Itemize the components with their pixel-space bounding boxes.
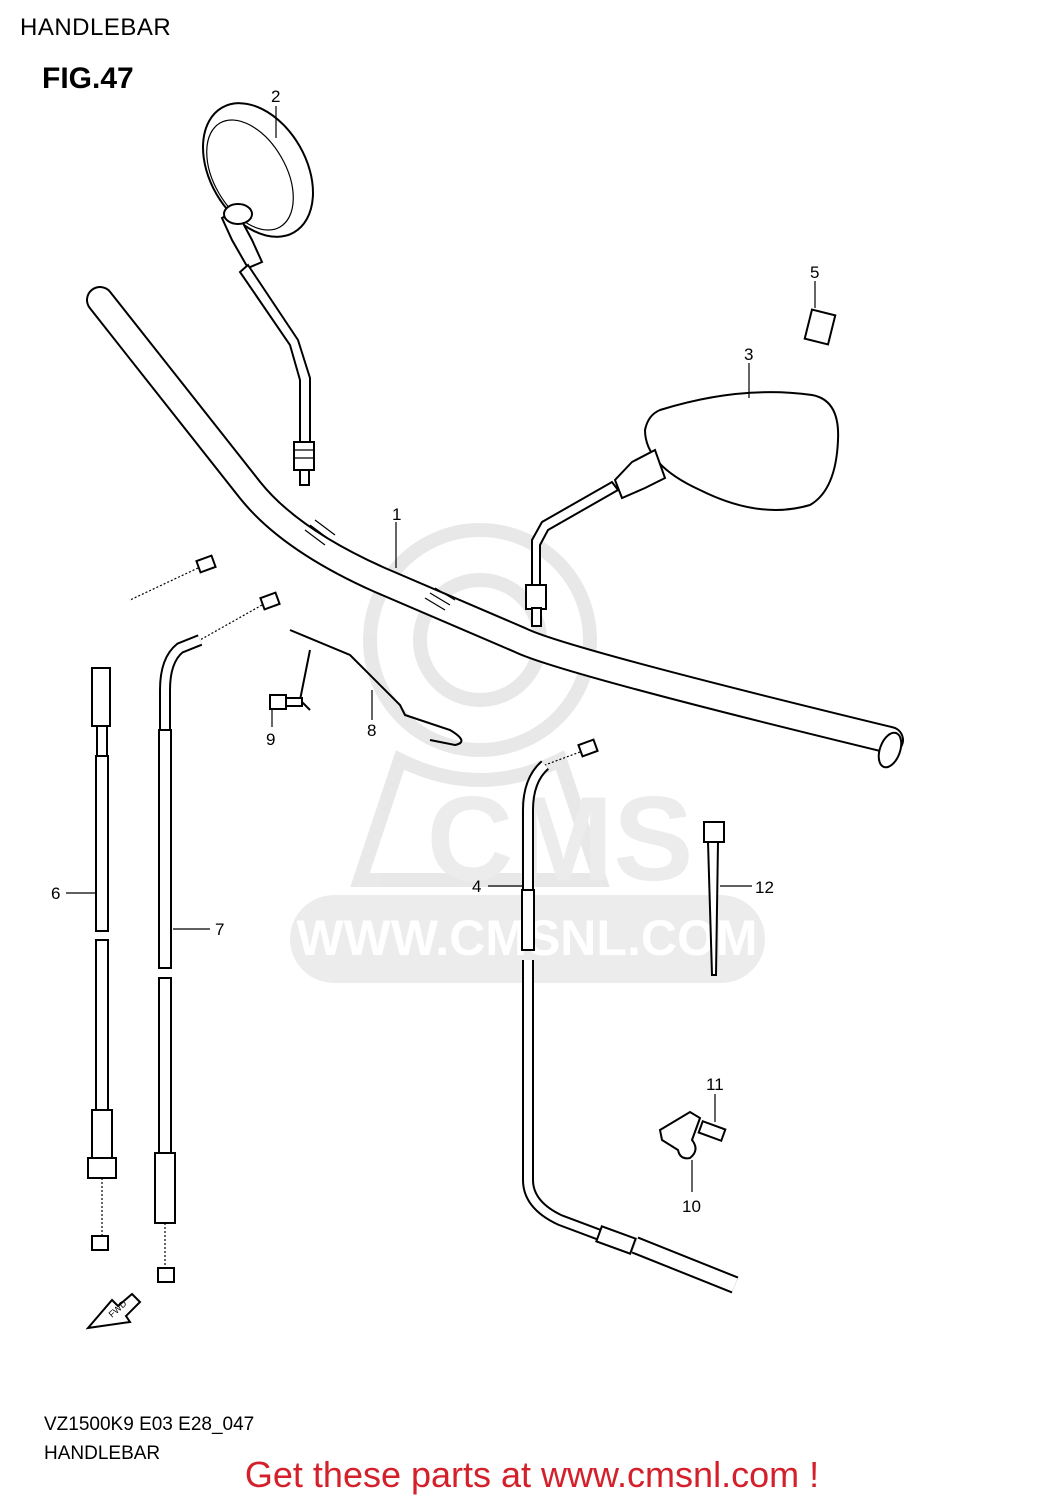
promo-link[interactable]: Get these parts at www.cmsnl.com ! (0, 1454, 1058, 1496)
part-6-throttle-cable (87, 554, 217, 1251)
part-12-cable-tie (703, 821, 725, 976)
part-7-return-cable (154, 591, 281, 1283)
callout-4: 4 (472, 877, 481, 896)
handlebar-knurl (304, 519, 456, 611)
part-11-screw (697, 1119, 727, 1143)
figure-label: FIG.47 (42, 62, 134, 95)
callout-7: 7 (215, 920, 224, 939)
watermark-brand: CMS (427, 772, 694, 906)
part-5-label (803, 308, 837, 346)
callout-2: 2 (271, 87, 280, 106)
callout-1: 1 (392, 505, 401, 524)
model-code: VZ1500K9 E03 E28_047 (44, 1414, 255, 1435)
page-title: HANDLEBAR (20, 14, 172, 41)
part-1-handlebar (86, 286, 904, 769)
promo-text: Get these parts at www.cmsnl.com ! (244, 1454, 820, 1495)
callout-11: 11 (706, 1075, 724, 1094)
callout-leaders (66, 106, 816, 1192)
part-2-left-mirror (202, 102, 315, 486)
part-10-clamp (658, 1110, 702, 1160)
part-9-bolt (269, 694, 303, 710)
callout-12: 12 (755, 878, 774, 897)
callout-10: 10 (682, 1197, 701, 1216)
callout-6: 6 (51, 884, 60, 903)
callout-3: 3 (744, 345, 753, 364)
callout-9: 9 (266, 730, 275, 749)
callout-8: 8 (367, 721, 376, 740)
fwd-arrow-icon: FWD (85, 1292, 142, 1330)
section-title: HANDLEBAR (44, 1443, 161, 1464)
part-4-clutch-cable (521, 738, 739, 1294)
part-3-right-mirror (525, 391, 840, 627)
callout-5: 5 (810, 263, 819, 282)
